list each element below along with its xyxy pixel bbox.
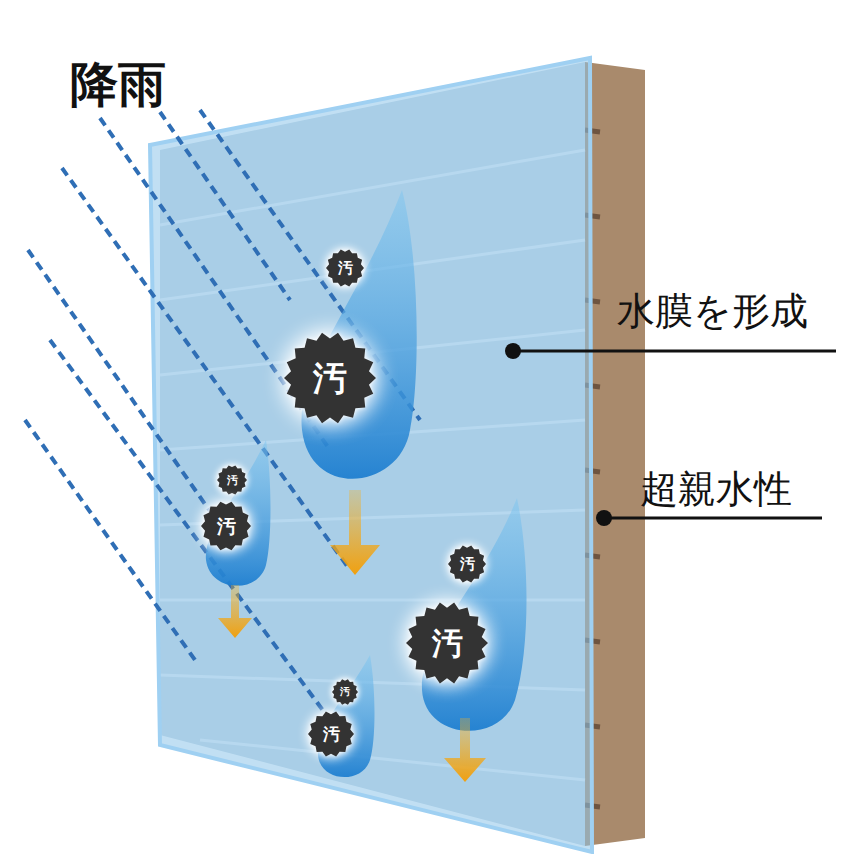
dirt-badge: 汚 xyxy=(332,679,358,705)
water-drops xyxy=(206,190,527,777)
water-film xyxy=(150,58,592,852)
callout-label: 水膜を形成 xyxy=(617,292,808,330)
leader-lines xyxy=(513,351,836,518)
starburst-fill xyxy=(406,603,488,684)
starburst-fill xyxy=(201,502,251,551)
starburst-fill xyxy=(448,545,486,582)
rain-lines xyxy=(25,110,420,720)
dirt-mark: 汚 xyxy=(313,361,347,395)
dirt-badge: 汚 xyxy=(308,711,354,757)
dirt-mark: 汚 xyxy=(217,517,236,536)
rain-label: 降雨 xyxy=(70,60,166,108)
dirt-badge: 汚 xyxy=(326,249,364,287)
dirt-mark: 汚 xyxy=(460,557,475,572)
starburst-fill xyxy=(308,712,354,757)
callout-label: 超親水性 xyxy=(640,470,792,508)
starburst-fill xyxy=(217,465,247,494)
dirt-badge: 汚 xyxy=(217,465,247,495)
dirt-mark: 汚 xyxy=(323,726,340,743)
dirt-badge: 汚 xyxy=(284,332,376,424)
starburst-fill xyxy=(326,249,364,286)
starburst-fill xyxy=(332,679,358,704)
leader-dot xyxy=(596,510,612,526)
flow-arrows xyxy=(218,490,486,782)
dirt-badge: 汚 xyxy=(201,501,251,551)
dirt-badge: 汚 xyxy=(406,602,488,684)
dirt-mark: 汚 xyxy=(432,628,463,659)
wall-side xyxy=(585,62,645,846)
dirt-mark: 汚 xyxy=(338,261,353,276)
starburst-fill xyxy=(284,333,376,424)
dirt-mark: 汚 xyxy=(340,687,350,697)
dirt-mark: 汚 xyxy=(227,475,238,486)
leader-dot xyxy=(505,343,521,359)
dirt-badge: 汚 xyxy=(448,545,486,583)
